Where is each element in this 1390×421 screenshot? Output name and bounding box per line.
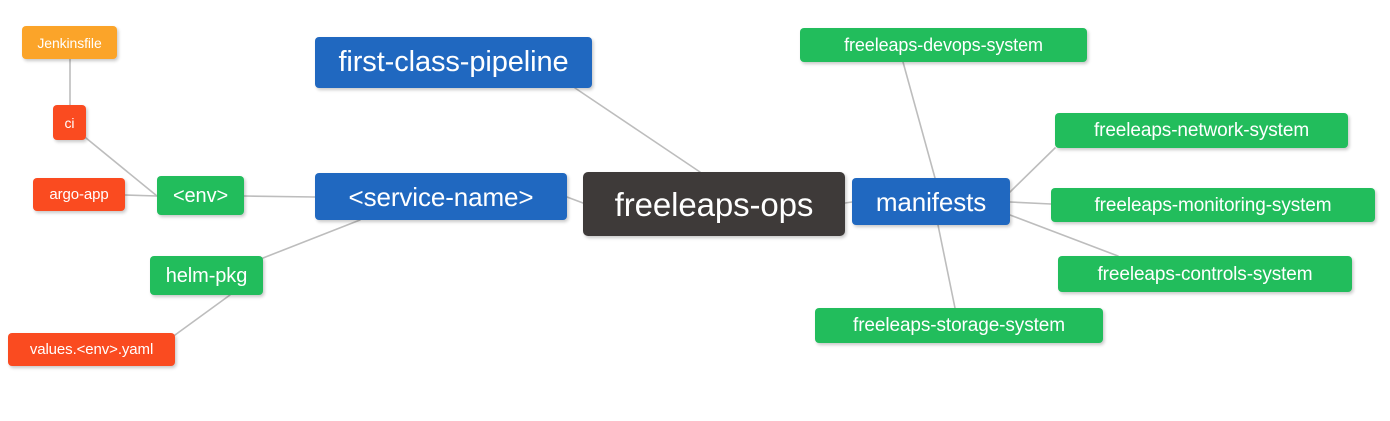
edge-env-to-service-name	[243, 195, 316, 198]
node-label: first-class-pipeline	[338, 46, 569, 78]
node-freeleaps-monitoring-system[interactable]: freeleaps-monitoring-system	[1051, 188, 1375, 222]
node-values-yaml[interactable]: values.<env>.yaml	[8, 333, 175, 366]
edge-manifests-to-freeleaps-storage-system	[937, 224, 956, 309]
edge-manifests-to-freeleaps-monitoring-system	[1009, 201, 1052, 205]
node-label: argo-app	[49, 186, 109, 203]
edge-values-yaml-to-helm-pkg	[174, 294, 231, 336]
edge-freeleaps-ops-to-manifests	[844, 201, 853, 204]
node-env[interactable]: <env>	[157, 176, 244, 215]
node-freeleaps-ops[interactable]: freeleaps-ops	[583, 172, 845, 236]
node-label: freeleaps-network-system	[1093, 120, 1310, 141]
node-label: freeleaps-devops-system	[844, 35, 1043, 55]
node-label: Jenkinsfile	[37, 34, 102, 51]
node-label: <env>	[172, 184, 229, 207]
edge-argo-app-to-env	[124, 194, 158, 197]
node-label: manifests	[875, 186, 987, 217]
node-label: <service-name>	[348, 181, 534, 212]
edge-manifests-to-freeleaps-devops-system	[902, 61, 936, 179]
node-service-name[interactable]: <service-name>	[315, 173, 567, 220]
edge-helm-pkg-to-service-name	[262, 219, 361, 259]
node-first-class-pipeline[interactable]: first-class-pipeline	[315, 37, 592, 88]
node-label: freeleaps-controls-system	[1097, 263, 1313, 285]
node-freeleaps-devops-system[interactable]: freeleaps-devops-system	[800, 28, 1087, 62]
node-manifests[interactable]: manifests	[852, 178, 1010, 225]
node-label: helm-pkg	[165, 264, 248, 287]
node-label: freeleaps-monitoring-system	[1094, 194, 1332, 216]
node-jenkinsfile[interactable]: Jenkinsfile	[22, 26, 117, 59]
node-freeleaps-network-system[interactable]: freeleaps-network-system	[1055, 113, 1348, 148]
node-freeleaps-controls-system[interactable]: freeleaps-controls-system	[1058, 256, 1352, 292]
node-label: freeleaps-storage-system	[853, 315, 1065, 336]
edge-first-class-pipeline-to-freeleaps-ops	[574, 87, 701, 173]
node-label: ci	[64, 114, 75, 131]
edge-service-name-to-freeleaps-ops	[566, 196, 584, 204]
node-freeleaps-storage-system[interactable]: freeleaps-storage-system	[815, 308, 1103, 343]
node-ci[interactable]: ci	[53, 105, 86, 140]
edge-manifests-to-freeleaps-network-system	[1009, 147, 1056, 193]
node-label: values.<env>.yaml	[29, 341, 154, 358]
node-label: freeleaps-ops	[614, 185, 814, 223]
node-helm-pkg[interactable]: helm-pkg	[150, 256, 263, 295]
node-argo-app[interactable]: argo-app	[33, 178, 125, 211]
